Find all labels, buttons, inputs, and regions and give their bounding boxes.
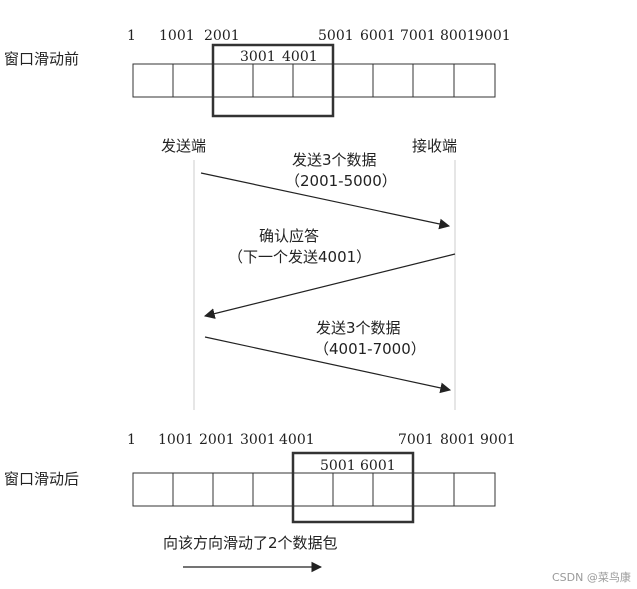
sender-label: 发送端 (161, 137, 206, 155)
after-label-1001: 1001 (158, 432, 194, 448)
before-title: 窗口滑动前 (4, 50, 79, 68)
before-label-6001: 6001 (360, 28, 396, 44)
after-label-3001: 3001 (240, 432, 276, 448)
after-segment-strip (132, 472, 496, 507)
before-label-7001: 7001 (400, 28, 436, 44)
before-label-5001: 5001 (318, 28, 354, 44)
message-1-range: （2001-5000） (285, 172, 397, 190)
slide-caption: 向该方向滑动了2个数据包 (163, 534, 338, 552)
after-label-8001: 8001 (440, 432, 476, 448)
message-2-arrow (203, 253, 456, 319)
after-window-label-5001: 5001 (320, 458, 356, 474)
before-window-label-3001: 3001 (240, 49, 276, 65)
after-label-4001: 4001 (279, 432, 315, 448)
message-3-range: （4001-7000） (314, 340, 426, 358)
after-title: 窗口滑动后 (4, 470, 79, 488)
before-label-9001: 9001 (475, 28, 511, 44)
after-label-1: 1 (127, 432, 136, 448)
watermark: CSDN @菜鸟康 (552, 570, 631, 584)
before-window-frame (211, 43, 335, 118)
receiver-label: 接收端 (412, 137, 457, 155)
after-label-7001: 7001 (398, 432, 434, 448)
message-1-arrow (200, 172, 451, 230)
message-3-text: 发送3个数据 (316, 319, 401, 337)
before-label-8001: 8001 (440, 28, 476, 44)
after-window-frame (291, 451, 415, 524)
before-label-1: 1 (127, 28, 136, 44)
after-label-9001: 9001 (480, 432, 516, 448)
message-3-arrow (204, 336, 452, 394)
before-label-2001: 2001 (204, 28, 240, 44)
before-window-label-4001: 4001 (282, 49, 318, 65)
message-2-text: 确认应答 (259, 227, 319, 245)
message-2-range: （下一个发送4001） (228, 248, 371, 266)
after-label-2001: 2001 (199, 432, 235, 448)
before-label-1001: 1001 (159, 28, 195, 44)
after-window-label-6001: 6001 (360, 458, 396, 474)
message-1-text: 发送3个数据 (292, 151, 377, 169)
before-segment-strip (132, 63, 496, 98)
